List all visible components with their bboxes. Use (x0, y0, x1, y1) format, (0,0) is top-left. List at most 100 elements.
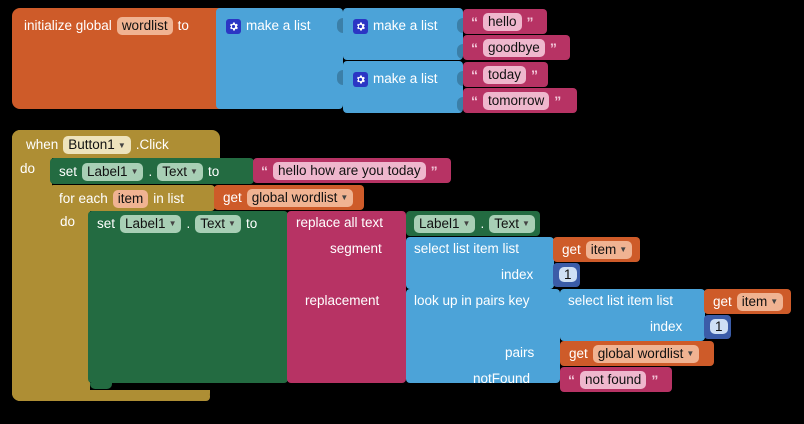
when-label: when (26, 137, 59, 153)
property-name: Text (162, 163, 188, 179)
for-each-block[interactable] (50, 185, 90, 401)
text-value-field[interactable]: hello (483, 12, 522, 31)
text-value-field[interactable]: hello how are you today (273, 161, 426, 180)
close-quote: ” (651, 371, 659, 388)
make-a-list-label: make a list (373, 71, 438, 87)
for-each-row: for each item in list (59, 189, 185, 208)
variable-dropdown-item[interactable]: item ▼ (736, 292, 784, 311)
chevron-down-icon: ▼ (770, 297, 779, 306)
variable-dropdown-global-wordlist[interactable]: global wordlist ▼ (592, 344, 700, 363)
index-label: index (501, 267, 534, 282)
get-item-block-2[interactable]: get item ▼ (704, 289, 791, 314)
when-button1-click-block[interactable] (12, 130, 52, 401)
text-block-hello[interactable]: “ hello ” (463, 9, 547, 34)
get-global-wordlist-block-2[interactable]: get global wordlist ▼ (560, 341, 714, 366)
set-block-notch (90, 383, 112, 389)
property-dropdown-text[interactable]: Text ▼ (157, 162, 203, 181)
component-dropdown-label1[interactable]: Label1 ▼ (82, 162, 144, 181)
label1-text-getter-block[interactable]: Label1 ▼ . Text ▼ (406, 211, 540, 236)
open-quote: “ (471, 66, 478, 83)
initialize-global-block[interactable]: initialize global wordlist to (12, 8, 229, 109)
open-quote: “ (471, 92, 478, 109)
loop-variable-field[interactable]: item (112, 189, 149, 208)
open-quote: “ (568, 371, 575, 388)
not-found-label: notFound (473, 371, 531, 386)
number-block-2-key-index[interactable]: 1 (704, 315, 731, 339)
text-block-greeting[interactable]: “ hello how are you today ” (253, 158, 451, 183)
get-item-block-1[interactable]: get item ▼ (553, 237, 640, 262)
close-quote: ” (531, 66, 539, 83)
chevron-down-icon: ▼ (168, 219, 177, 228)
text-block-today[interactable]: “ today ” (463, 62, 548, 87)
component-dropdown-label1[interactable]: Label1 ▼ (120, 214, 182, 233)
get-label: get (562, 241, 581, 257)
text-value-field[interactable]: not found (580, 370, 647, 389)
do-label-outer: do (20, 161, 36, 176)
outer-make-a-list-block[interactable]: make a list (216, 8, 344, 109)
text-block-tomorrow[interactable]: “ tomorrow ” (463, 88, 577, 113)
open-quote: “ (471, 13, 478, 30)
index-label: index (650, 319, 683, 334)
global-name-field[interactable]: wordlist (116, 17, 173, 35)
close-quote: ” (526, 13, 534, 30)
select-list-item-block-2[interactable] (560, 289, 705, 341)
text-block-goodbye[interactable]: “ goodbye ” (463, 35, 570, 60)
close-quote: ” (554, 92, 562, 109)
text-value-field[interactable]: today (483, 65, 527, 84)
make-a-list-label: make a list (246, 18, 311, 34)
close-quote: ” (549, 39, 557, 56)
text-block-not-found[interactable]: “ not found ” (560, 367, 672, 392)
variable-name: item (741, 293, 768, 309)
get-global-wordlist-block-1[interactable]: get global wordlist ▼ (214, 185, 364, 210)
variable-dropdown-global-wordlist[interactable]: global wordlist ▼ (246, 188, 354, 207)
initialize-global-keyword: initialize global (24, 18, 112, 34)
dot-separator: . (148, 163, 153, 179)
variable-dropdown-item[interactable]: item ▼ (585, 240, 633, 259)
open-quote: “ (261, 162, 268, 179)
look-up-in-pairs-block[interactable] (406, 289, 560, 383)
property-name: Text (200, 215, 226, 231)
set-label1-text-row-2: set Label1 ▼ . Text ▼ to (97, 214, 258, 233)
chevron-down-icon: ▼ (228, 219, 236, 228)
open-quote: “ (471, 39, 478, 56)
inner-make-a-list-block-2[interactable]: make a list (343, 61, 464, 113)
chevron-down-icon: ▼ (117, 140, 126, 150)
gear-icon[interactable] (353, 18, 368, 34)
chevron-down-icon: ▼ (522, 219, 530, 228)
for-each-footer (50, 392, 210, 401)
close-quote: ” (430, 162, 438, 179)
select-list-item-block-1[interactable] (406, 237, 554, 289)
variable-name: item (590, 241, 617, 257)
number-value-field[interactable]: 1 (559, 267, 577, 282)
gear-icon[interactable] (226, 18, 241, 34)
to-label: to (207, 163, 220, 179)
dot-separator: . (480, 215, 485, 231)
set-label: set (59, 163, 78, 179)
chevron-down-icon: ▼ (130, 167, 139, 176)
replacement-label: replacement (305, 293, 380, 308)
property-dropdown-text[interactable]: Text ▼ (489, 214, 535, 233)
property-dropdown-text[interactable]: Text ▼ (195, 214, 241, 233)
look-up-in-pairs-label: look up in pairs key (414, 293, 530, 308)
get-label: get (713, 293, 732, 309)
number-block-1-segment-index[interactable]: 1 (553, 263, 580, 287)
chevron-down-icon: ▼ (190, 167, 198, 176)
when-header-row: when Button1 ▼ .Click (26, 136, 169, 154)
replace-all-text-block[interactable] (287, 211, 406, 383)
make-a-list-label: make a list (373, 18, 438, 34)
for-each-label: for each (59, 190, 108, 206)
inner-make-a-list-block-1[interactable]: make a list (343, 8, 464, 60)
gear-icon[interactable] (353, 71, 368, 87)
component-dropdown-button1[interactable]: Button1 ▼ (63, 136, 131, 154)
property-name: Text (494, 215, 519, 231)
in-list-label: in list (153, 190, 185, 206)
set-label1-text-block-2[interactable] (88, 211, 288, 383)
to-label: to (245, 215, 258, 231)
text-value-field[interactable]: tomorrow (483, 91, 550, 110)
text-value-field[interactable]: goodbye (483, 38, 545, 57)
number-value-field[interactable]: 1 (710, 319, 728, 334)
component-name: Label1 (87, 163, 128, 179)
dot-separator: . (186, 215, 191, 231)
component-dropdown-label1[interactable]: Label1 ▼ (414, 214, 476, 233)
